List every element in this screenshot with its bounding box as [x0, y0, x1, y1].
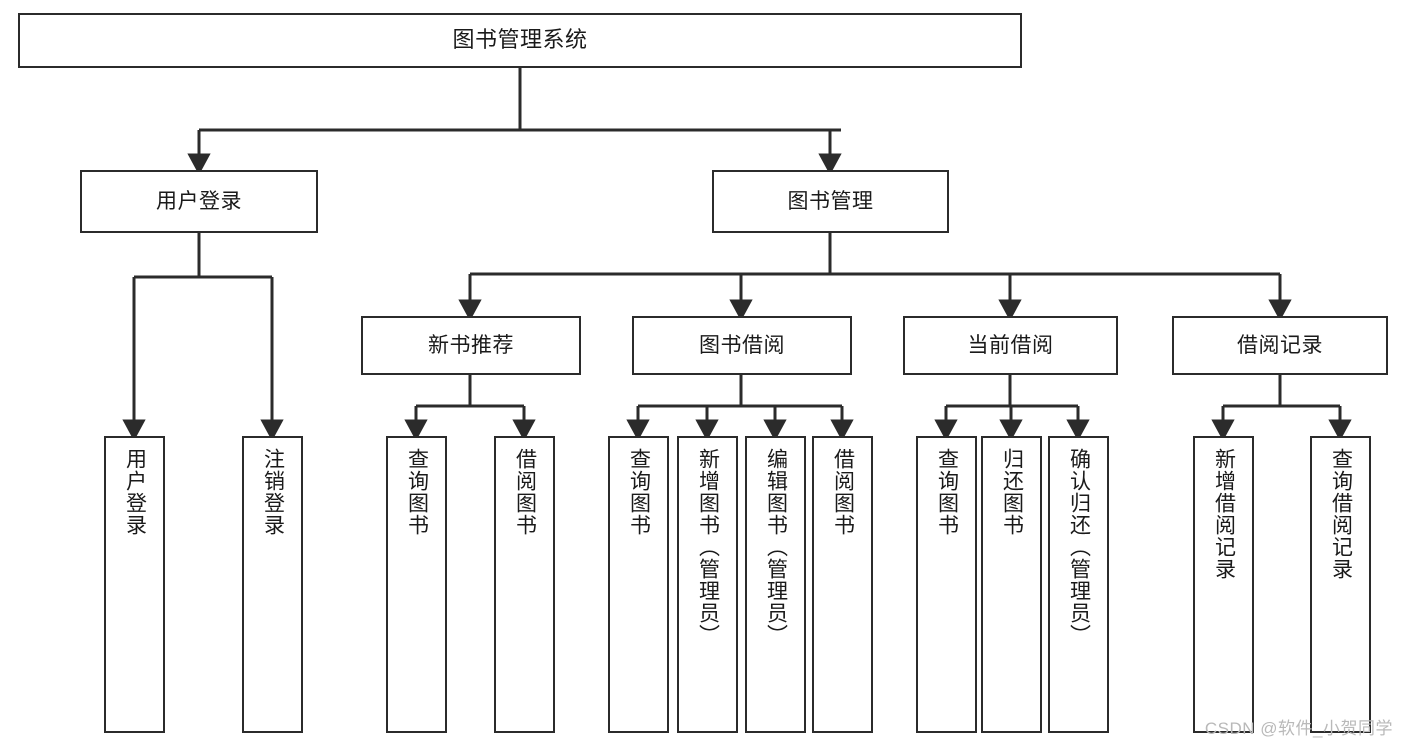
node-user-login[interactable]: 用户登录: [80, 170, 318, 233]
node-leaf-confirm-return-admin-label: 确认归还（管理员）: [1067, 448, 1091, 646]
node-leaf-logout[interactable]: 注销登录: [242, 436, 303, 733]
node-leaf-return-book[interactable]: 归还图书: [981, 436, 1042, 733]
node-book-borrow-label: 图书借阅: [699, 333, 785, 357]
node-leaf-add-book-admin[interactable]: 新增图书（管理员）: [677, 436, 738, 733]
node-book-borrow[interactable]: 图书借阅: [632, 316, 852, 375]
node-leaf-add-borrow-record-label: 新增借阅记录: [1212, 448, 1236, 580]
node-leaf-borrow-query-book[interactable]: 查询图书: [608, 436, 669, 733]
node-leaf-add-book-admin-label: 新增图书（管理员）: [696, 448, 720, 646]
node-leaf-borrow-book-label: 借阅图书: [831, 448, 855, 536]
node-new-book-recommend[interactable]: 新书推荐: [361, 316, 581, 375]
node-user-login-label: 用户登录: [156, 189, 242, 213]
node-borrow-record[interactable]: 借阅记录: [1172, 316, 1388, 375]
node-leaf-edit-book-admin-label: 编辑图书（管理员）: [764, 448, 788, 646]
node-book-manage[interactable]: 图书管理: [712, 170, 949, 233]
node-book-manage-label: 图书管理: [787, 189, 874, 213]
node-borrow-record-label: 借阅记录: [1237, 333, 1323, 357]
node-leaf-borrow-book[interactable]: 借阅图书: [812, 436, 873, 733]
node-leaf-current-query-book-label: 查询图书: [935, 448, 959, 536]
node-leaf-recommend-query-book[interactable]: 查询图书: [386, 436, 447, 733]
node-leaf-query-borrow-record[interactable]: 查询借阅记录: [1310, 436, 1371, 733]
node-root-label: 图书管理系统: [452, 27, 588, 53]
node-leaf-confirm-return-admin[interactable]: 确认归还（管理员）: [1048, 436, 1109, 733]
node-new-book-recommend-label: 新书推荐: [428, 333, 514, 357]
node-leaf-recommend-borrow-book[interactable]: 借阅图书: [494, 436, 555, 733]
node-leaf-user-login-label: 用户登录: [123, 448, 147, 536]
node-current-borrow-label: 当前借阅: [967, 333, 1054, 357]
node-leaf-recommend-query-book-label: 查询图书: [405, 448, 429, 536]
node-leaf-return-book-label: 归还图书: [1000, 448, 1024, 536]
node-leaf-logout-label: 注销登录: [261, 448, 285, 536]
node-leaf-user-login[interactable]: 用户登录: [104, 436, 165, 733]
node-leaf-borrow-query-book-label: 查询图书: [627, 448, 651, 536]
node-leaf-add-borrow-record[interactable]: 新增借阅记录: [1193, 436, 1254, 733]
node-leaf-edit-book-admin[interactable]: 编辑图书（管理员）: [745, 436, 806, 733]
node-leaf-query-borrow-record-label: 查询借阅记录: [1329, 448, 1353, 580]
node-leaf-current-query-book[interactable]: 查询图书: [916, 436, 977, 733]
node-leaf-recommend-borrow-book-label: 借阅图书: [513, 448, 537, 536]
node-root-system[interactable]: 图书管理系统: [18, 13, 1022, 68]
node-current-borrow[interactable]: 当前借阅: [903, 316, 1118, 375]
